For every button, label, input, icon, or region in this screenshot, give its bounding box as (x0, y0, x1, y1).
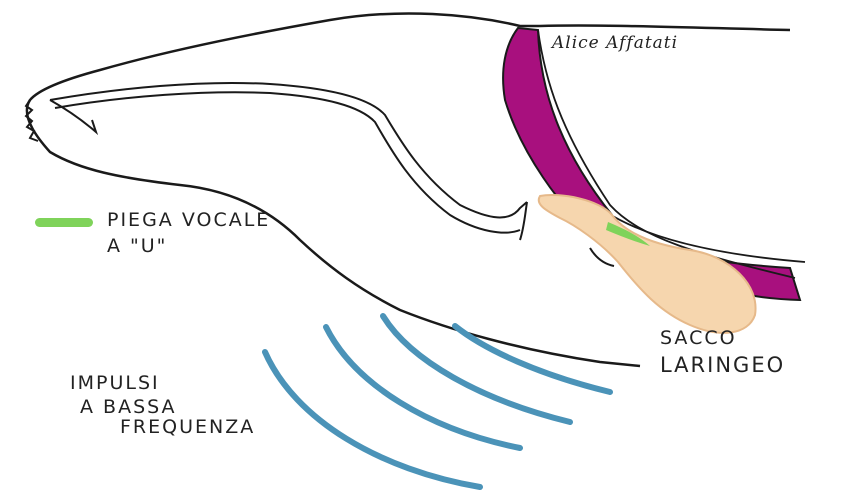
mouth-line-upper (50, 83, 527, 217)
pulse-label-line1: IMPULSI (70, 370, 160, 396)
legend-label-line2: A "U" (107, 233, 167, 259)
pulse-waves (265, 316, 610, 487)
wave-3 (326, 327, 520, 448)
legend-label-line1: PIEGA VOCALE (107, 207, 270, 233)
author-signature: Alice Affatati (552, 33, 678, 53)
sac-label-line2: LARINGEO (660, 352, 785, 378)
vocal-fold-legend-swatch (35, 218, 93, 227)
pulse-label-line3: FREQUENZA (120, 414, 255, 440)
sac-label-line1: SACCO (660, 325, 737, 351)
laryngeal-sac (539, 195, 756, 333)
trachea-inner-line (538, 30, 795, 278)
